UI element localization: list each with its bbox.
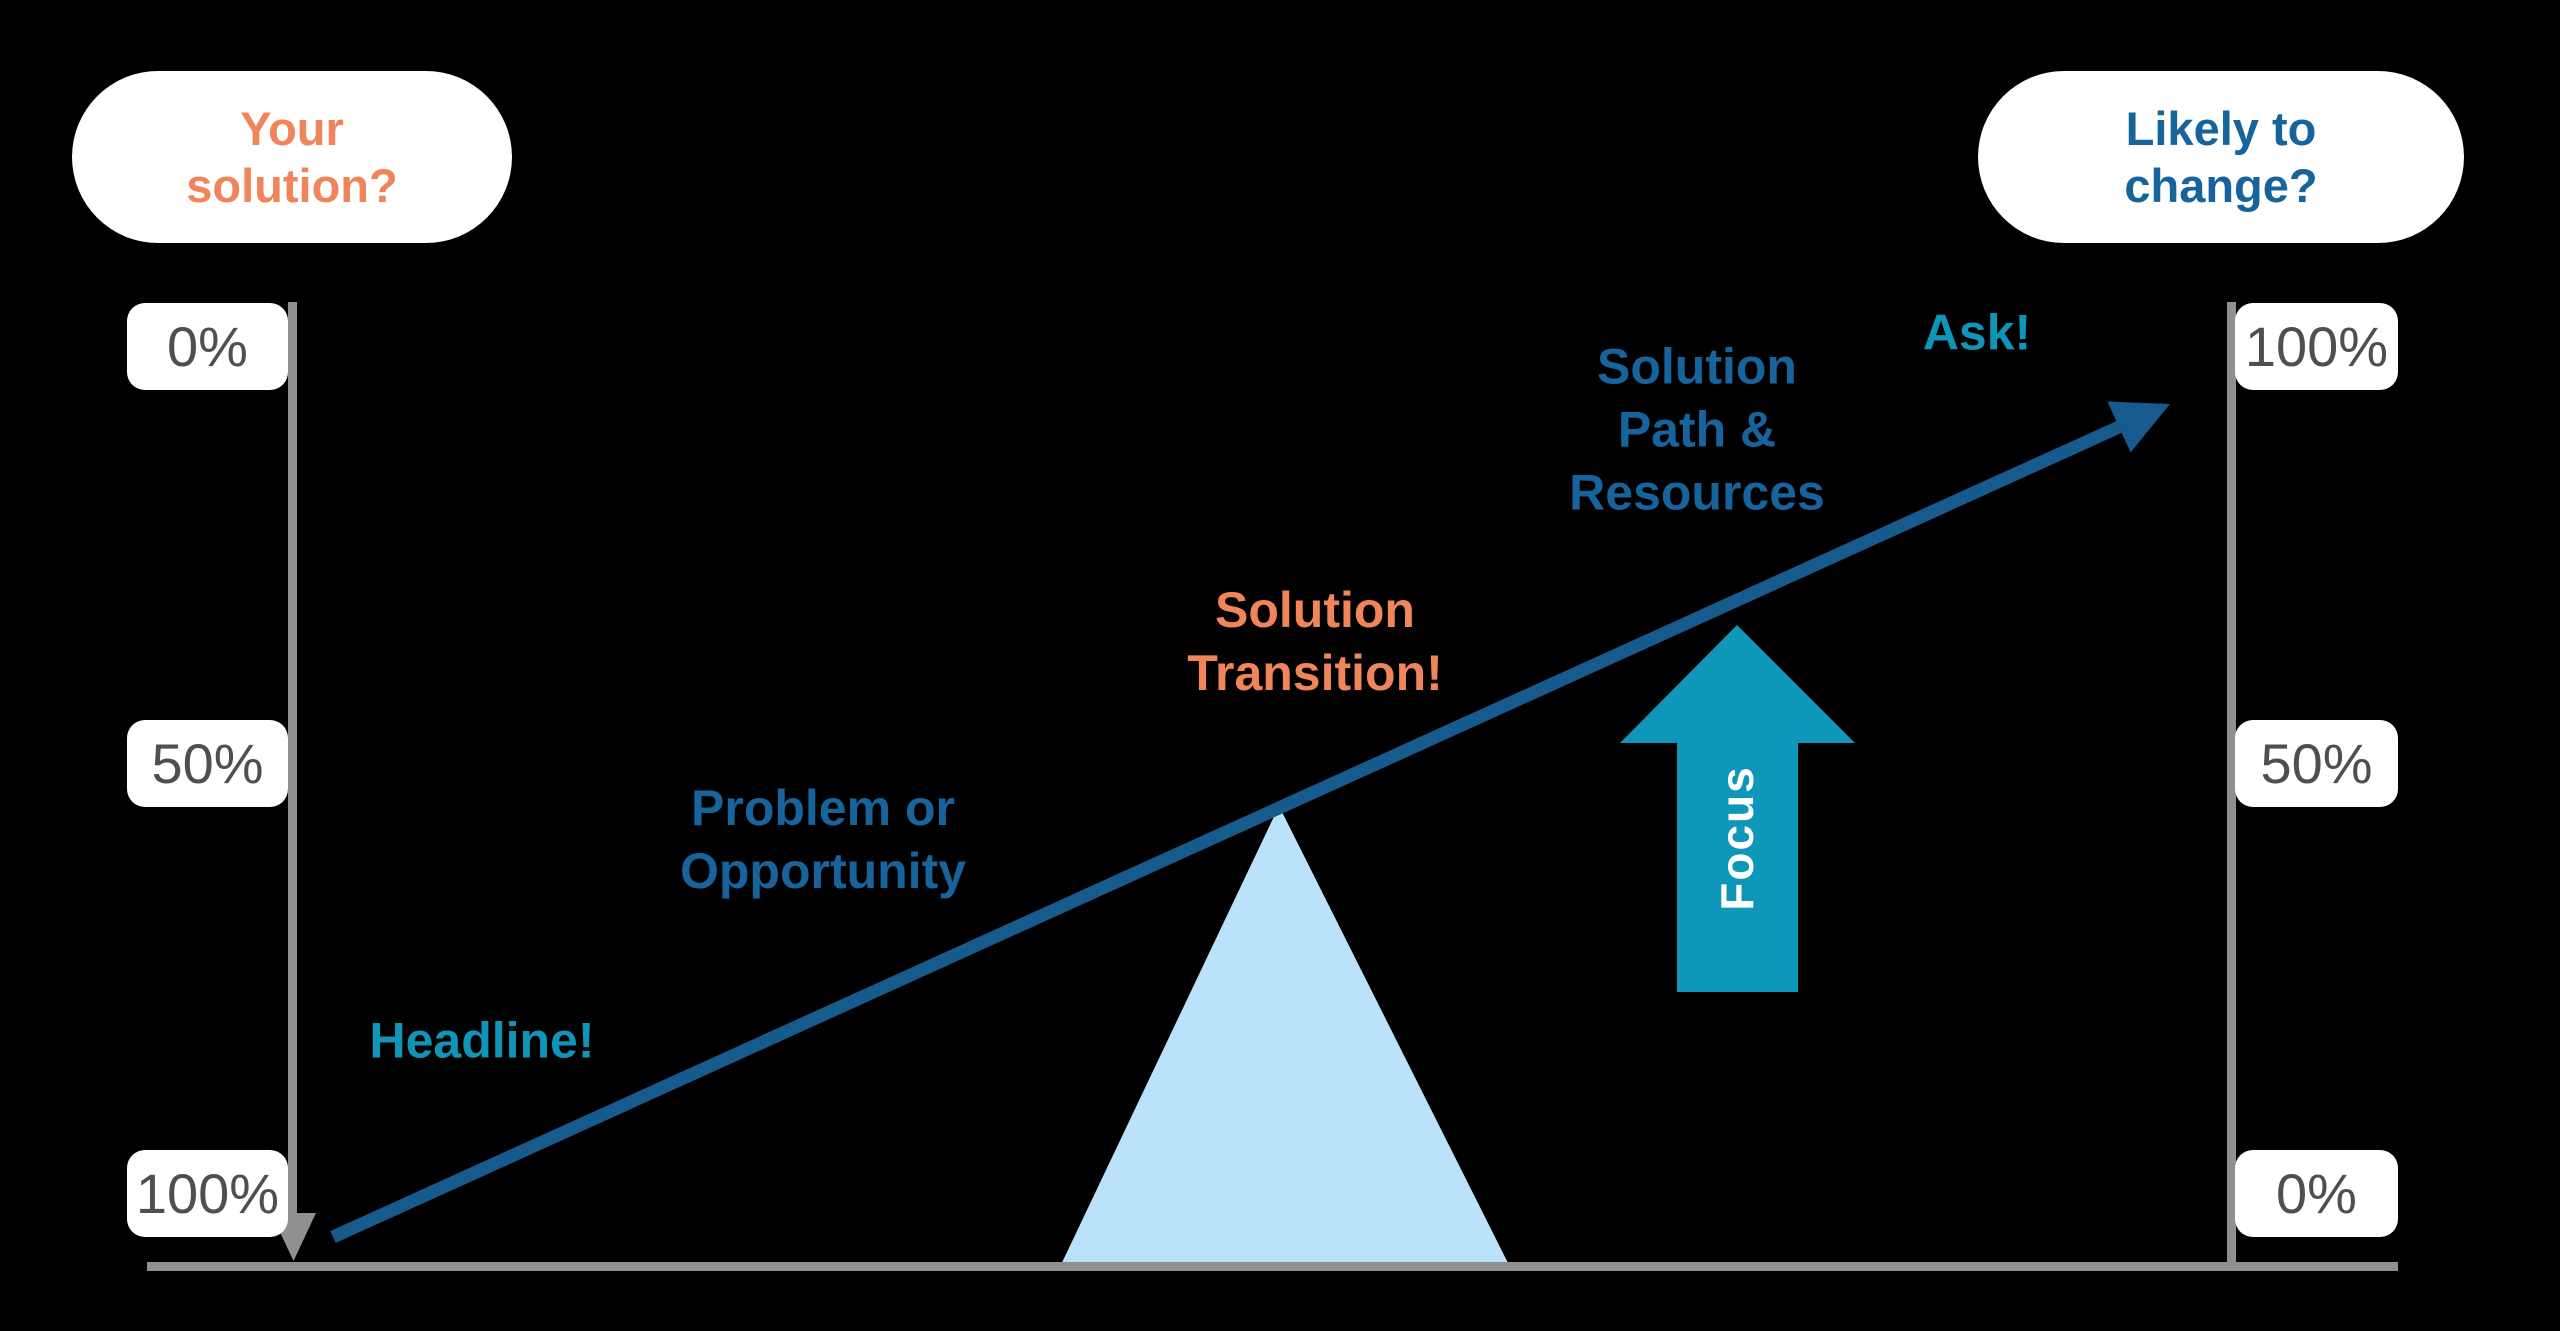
left-axis-label-100: 100% <box>127 1150 288 1237</box>
stage-label-headline: Headline! <box>369 1010 594 1073</box>
left-axis-line <box>288 302 297 1215</box>
right-axis-line <box>2227 302 2236 1262</box>
pyramid-triangle <box>1058 806 1512 1271</box>
your-solution-line2: solution? <box>186 159 398 212</box>
likely-to-change-line2: change? <box>2124 159 2318 212</box>
right-axis-label-50: 50% <box>2235 720 2398 807</box>
right-axis-label-0: 0% <box>2235 1150 2398 1237</box>
path-line3: Resources <box>1569 464 1825 521</box>
path-line1: Solution <box>1597 338 1797 395</box>
path-line2: Path & <box>1617 401 1777 458</box>
trend-arrow-line <box>330 421 2122 1243</box>
focus-arrow-label: Focus <box>1711 765 1763 911</box>
your-solution-pill: Your solution? <box>72 71 512 243</box>
stage-label-ask: Ask! <box>1923 302 2031 365</box>
left-axis-label-0: 0% <box>127 303 288 390</box>
stage-label-problem-or-opportunity: Problem or Opportunity <box>680 777 966 903</box>
ask-text: Ask! <box>1922 304 2032 361</box>
problem-line2: Opportunity <box>679 843 967 899</box>
likely-to-change-line1: Likely to <box>2125 102 2317 155</box>
focus-up-arrow <box>1620 625 1855 992</box>
right-axis-label-100: 100% <box>2235 303 2398 390</box>
trend-arrowhead <box>2107 401 2170 453</box>
your-solution-line1: Your <box>240 102 344 155</box>
bottom-axis-line <box>147 1262 2398 1271</box>
likely-to-change-pill: Likely to change? <box>1978 71 2464 243</box>
stage-label-solution-path-resources: Solution Path & Resources <box>1569 336 1825 525</box>
problem-line1: Problem or <box>691 780 955 836</box>
headline-text: Headline! <box>369 1012 595 1069</box>
left-axis-label-50: 50% <box>127 720 288 807</box>
transition-line2: Transition! <box>1187 645 1443 701</box>
transition-line1: Solution <box>1215 582 1415 638</box>
stage-label-solution-transition: Solution Transition! <box>1187 579 1443 705</box>
